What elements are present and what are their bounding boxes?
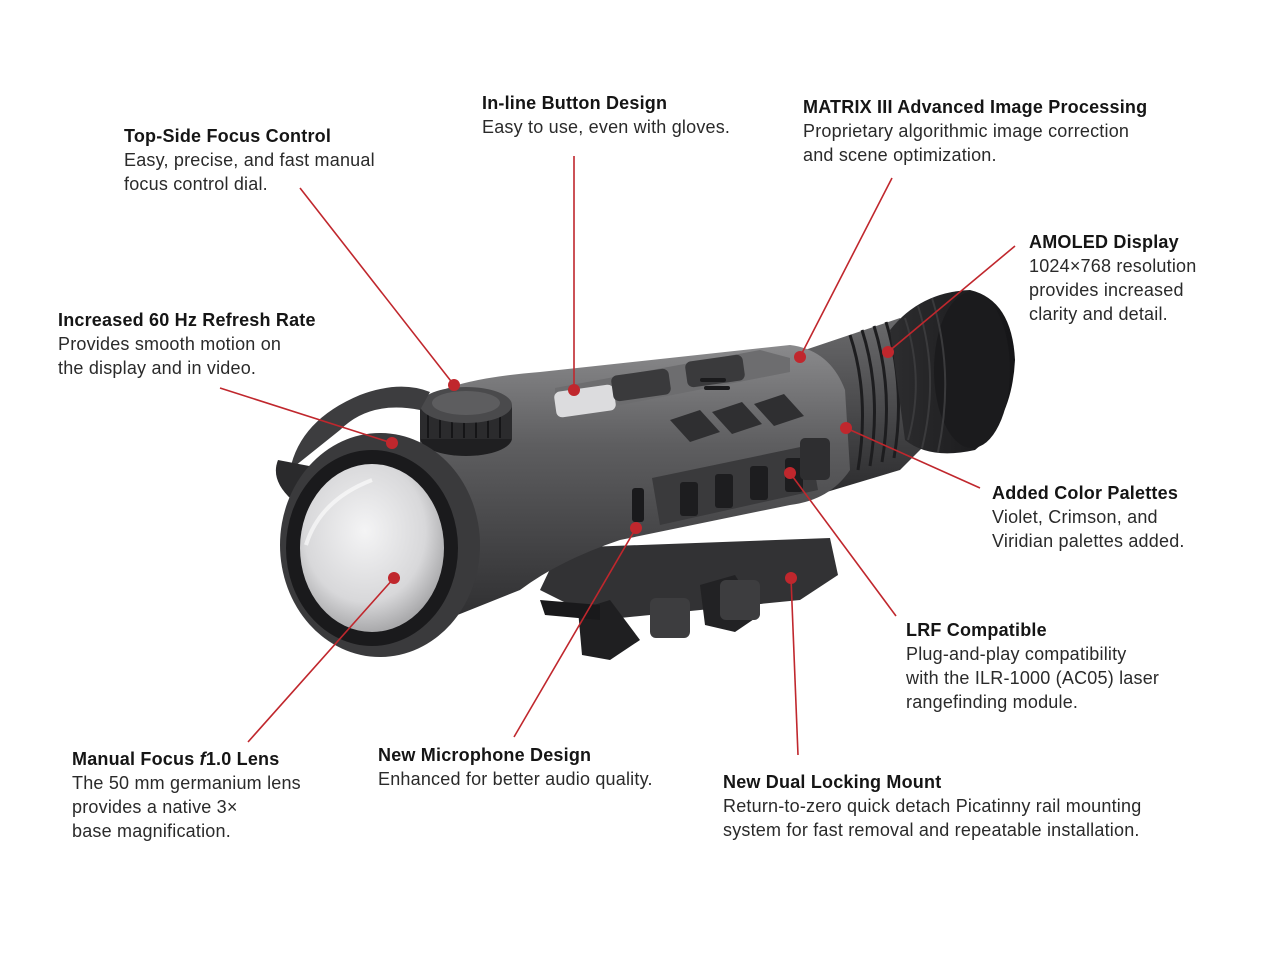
leader-line-focus-control xyxy=(299,187,455,386)
callout-dot-icon xyxy=(784,467,796,479)
callout-dot-icon xyxy=(386,437,398,449)
callout-title: Increased 60 Hz Refresh Rate xyxy=(58,310,316,330)
callout-dual-locking-mount: New Dual Locking Mount Return-to-zero qu… xyxy=(723,770,1141,842)
callout-dot-icon xyxy=(388,572,400,584)
callout-dot-icon xyxy=(568,384,580,396)
leader-lines xyxy=(219,156,1016,756)
eyecup xyxy=(890,290,1015,454)
leader-line-microphone xyxy=(513,527,637,738)
dual-locking-mount-illustration xyxy=(540,538,838,660)
callout-description: Easy to use, even with gloves. xyxy=(482,117,731,137)
callout-dot-icon xyxy=(840,422,852,434)
callout-title: MATRIX III Advanced Image Processing xyxy=(803,97,1148,117)
callout-matrix-iii: MATRIX III Advanced Image Processing Pro… xyxy=(803,95,1147,167)
leader-line-lrf xyxy=(789,472,897,617)
callout-inline-button-design: In-line Button Design Easy to use, even … xyxy=(482,91,730,139)
callout-dot-icon xyxy=(794,351,806,363)
callout-title: Manual Focus f1.0 Lens xyxy=(72,747,301,771)
callout-top-side-focus-control: Top-Side Focus Control Easy, precise, an… xyxy=(124,124,375,196)
leader-line-amoled xyxy=(887,245,1016,353)
callout-description: The 50 mm germanium lens provides a nati… xyxy=(72,773,301,841)
callout-dot-icon xyxy=(630,522,642,534)
focus-rings xyxy=(848,321,900,471)
callout-amoled-display: AMOLED Display 1024×768 resolution provi… xyxy=(1029,230,1196,326)
callout-title: Added Color Palettes xyxy=(992,483,1179,503)
leader-line-lens xyxy=(247,577,395,743)
callout-dot-icon xyxy=(785,572,797,584)
callout-description: Provides smooth motion on the display an… xyxy=(58,334,282,378)
callout-dots xyxy=(386,346,894,584)
callout-dot-icon xyxy=(882,346,894,358)
title-prefix: Manual Focus xyxy=(72,749,200,769)
callout-description: Plug-and-play compatibility with the ILR… xyxy=(906,644,1160,712)
objective-lens-illustration xyxy=(280,433,480,657)
callout-description: 1024×768 resolution provides increased c… xyxy=(1029,256,1197,324)
thermal-scope-illustration xyxy=(275,290,1015,660)
callout-description: Proprietary algorithmic image correction… xyxy=(803,121,1130,165)
focus-knob-illustration xyxy=(420,387,512,456)
callout-lrf-compatible: LRF Compatible Plug-and-play compatibili… xyxy=(906,618,1159,714)
callout-description: Easy, precise, and fast manual focus con… xyxy=(124,150,375,194)
callout-title: In-line Button Design xyxy=(482,93,668,113)
callout-color-palettes: Added Color Palettes Violet, Crimson, an… xyxy=(992,481,1185,553)
title-suffix: 1.0 Lens xyxy=(205,749,280,769)
callout-title: New Microphone Design xyxy=(378,745,592,765)
leader-line-matrix xyxy=(799,177,893,358)
leader-line-mount xyxy=(790,577,799,756)
callout-description: Violet, Crimson, and Viridian palettes a… xyxy=(992,507,1185,551)
callout-title: AMOLED Display xyxy=(1029,232,1179,252)
callout-title: LRF Compatible xyxy=(906,620,1047,640)
body-ridges xyxy=(670,394,804,442)
callout-manual-focus-lens: Manual Focus f1.0 Lens The 50 mm germani… xyxy=(72,747,301,843)
callout-description: Enhanced for better audio quality. xyxy=(378,769,653,789)
leader-line-refresh-rate xyxy=(219,387,393,444)
callout-title: Top-Side Focus Control xyxy=(124,126,332,146)
callout-refresh-rate: Increased 60 Hz Refresh Rate Provides sm… xyxy=(58,308,316,380)
callout-description: Return-to-zero quick detach Picatinny ra… xyxy=(723,796,1142,840)
leader-line-color-palettes xyxy=(845,427,981,489)
callout-title: New Dual Locking Mount xyxy=(723,772,942,792)
title-aperture-f: f xyxy=(199,749,206,769)
callout-microphone: New Microphone Design Enhanced for bette… xyxy=(378,743,653,791)
callout-dot-icon xyxy=(448,379,460,391)
